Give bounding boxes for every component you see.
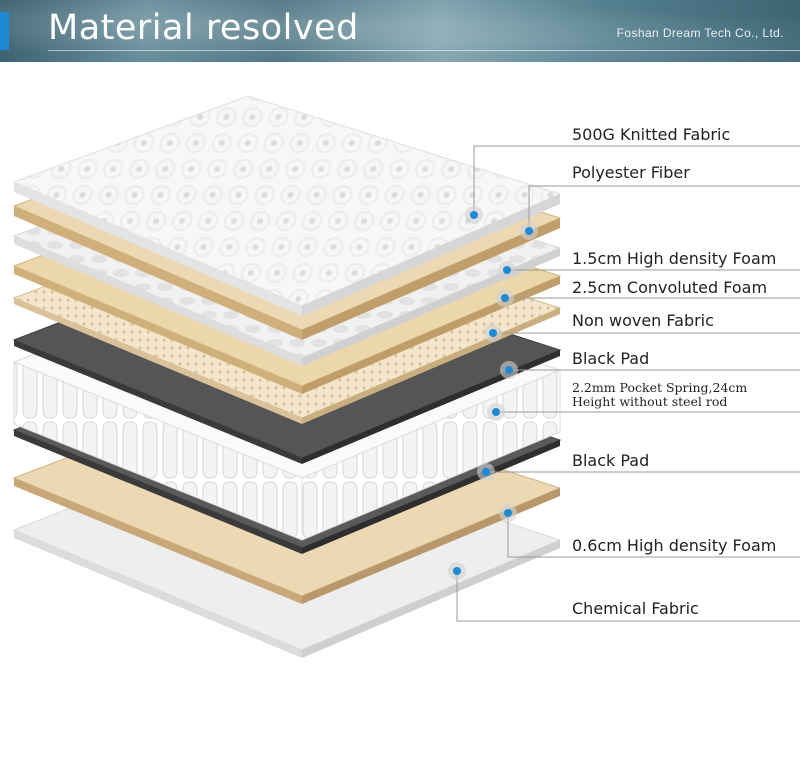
marker-dot-chemical (453, 567, 461, 575)
marker-dot-black-pad-bottom (482, 468, 490, 476)
marker-dot-hd-foam-06 (504, 509, 512, 517)
header-banner: Material resolved Foshan Dream Tech Co.,… (0, 0, 800, 62)
layer-knitted-fabric (12, 95, 562, 316)
marker-dot-hd-foam-15 (503, 266, 511, 274)
marker-dots (448, 206, 538, 580)
label-black-pad-bottom: Black Pad (572, 451, 650, 470)
marker-dot-convoluted (501, 294, 509, 302)
label-hd-foam-15: 1.5cm High density Foam (572, 249, 777, 268)
label-black-pad-top: Black Pad (572, 349, 650, 368)
label-chemical-fabric: Chemical Fabric (572, 599, 699, 618)
marker-dot-black-pad-top (505, 366, 513, 374)
page-title: Material resolved (48, 8, 359, 48)
label-nonwoven-fabric: Non woven Fabric (572, 311, 714, 330)
banner-divider (48, 50, 800, 51)
label-spring-line1: 2.2mm Pocket Spring,24cm (572, 380, 748, 395)
marker-dot-polyester (525, 227, 533, 235)
label-hd-foam-06: 0.6cm High density Foam (572, 536, 777, 555)
label-convoluted-foam: 2.5cm Convoluted Foam (572, 278, 768, 297)
marker-dot-knitted (470, 211, 478, 219)
leader-lines (456, 145, 800, 622)
company-name: Foshan Dream Tech Co., Ltd. (616, 26, 784, 40)
label-knitted-fabric: 500G Knitted Fabric (572, 125, 731, 144)
label-spring-line2: Height without steel rod (572, 394, 728, 409)
label-polyester-fiber: Polyester Fiber (572, 163, 690, 182)
banner-accent-bar (0, 12, 9, 50)
marker-dot-nonwoven (489, 329, 497, 337)
marker-dot-spring (492, 408, 500, 416)
